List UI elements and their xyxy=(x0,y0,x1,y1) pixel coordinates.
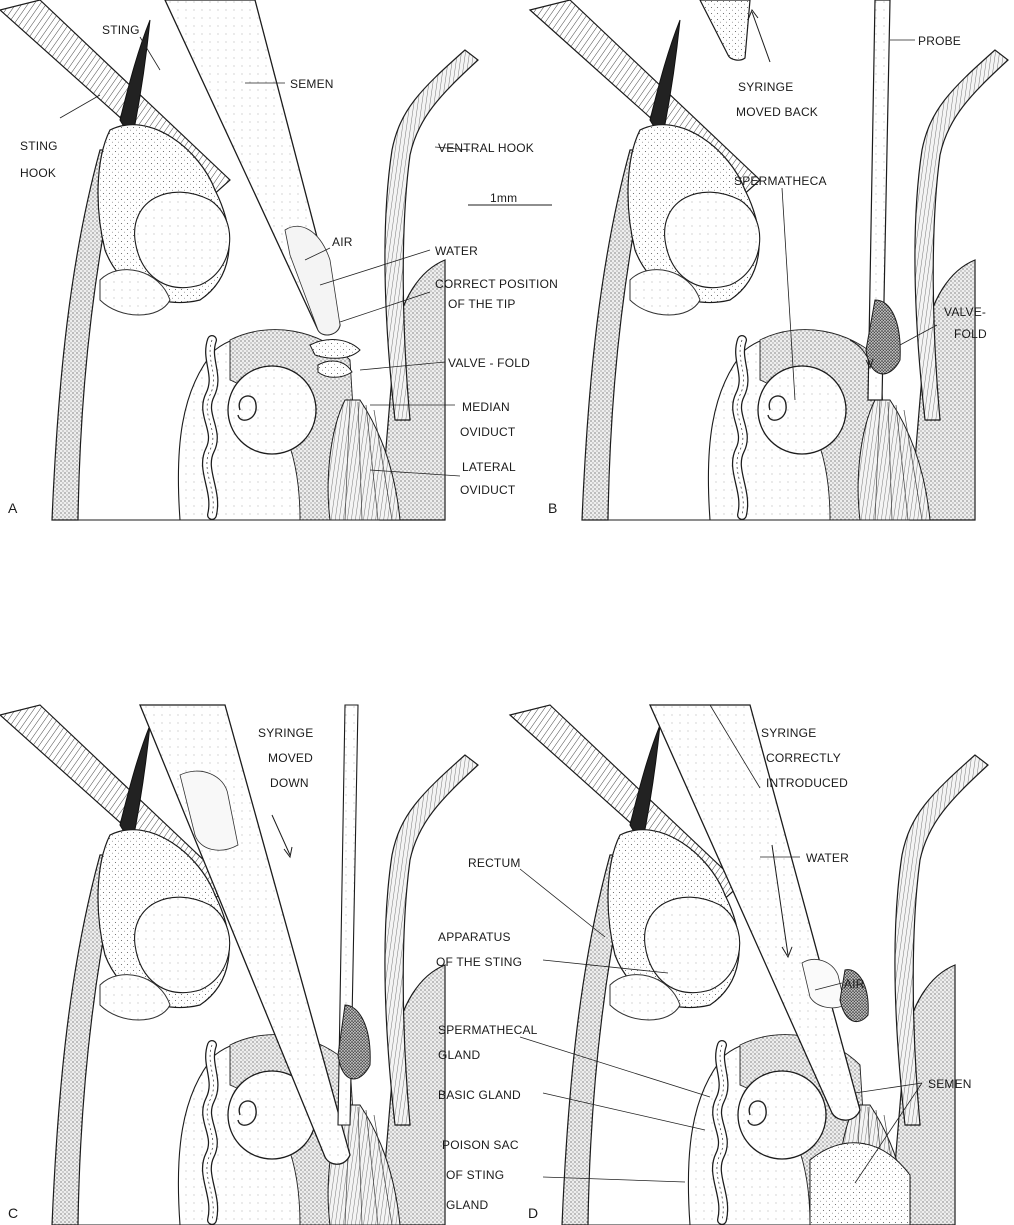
label-poison-sac-2: OF STING xyxy=(446,1168,504,1182)
label-syringe-moved-back-2: MOVED BACK xyxy=(736,105,818,119)
panel-letter-c: C xyxy=(8,1205,18,1221)
label-rectum: RECTUM xyxy=(468,856,521,870)
label-basic-gland: BASIC GLAND xyxy=(438,1088,521,1102)
label-poison-sac-1: POISON SAC xyxy=(442,1138,519,1152)
label-correct-position-2: OF THE TIP xyxy=(448,297,516,311)
label-syringe-moved-down-1: SYRINGE xyxy=(258,726,313,740)
label-correct-position-1: CORRECT POSITION xyxy=(435,277,558,291)
panel-a: 1mm STING STING HOOK SEMEN VENTRAL HOOK … xyxy=(0,0,558,520)
panel-b: SYRINGE MOVED BACK PROBE SPERMATHECA VAL… xyxy=(530,0,1008,520)
label-apparatus-2: OF THE STING xyxy=(436,955,522,969)
label-water: WATER xyxy=(435,244,478,258)
label-syringe-correct-2: CORRECTLY xyxy=(766,751,841,765)
label-semen: SEMEN xyxy=(290,77,334,91)
label-median-oviduct-1: MEDIAN xyxy=(462,400,510,414)
label-syringe-moved-down-3: DOWN xyxy=(270,776,309,790)
panel-letter-a: A xyxy=(8,500,18,516)
label-syringe-moved-back-1: SYRINGE xyxy=(738,80,793,94)
label-sting: STING xyxy=(102,23,140,37)
label-water-d: WATER xyxy=(806,851,849,865)
label-spermatheca: SPERMATHECA xyxy=(734,174,827,188)
label-spermathecal-gland-1: SPERMATHECAL xyxy=(438,1023,538,1037)
label-lateral-oviduct-1: LATERAL xyxy=(462,460,516,474)
label-valve-fold-b-1: VALVE- xyxy=(944,305,986,319)
label-air-d: AIR xyxy=(844,977,865,991)
syringe-b xyxy=(700,0,750,60)
label-syringe-moved-down-2: MOVED xyxy=(268,751,313,765)
label-poison-sac-3: GLAND xyxy=(446,1198,488,1212)
label-spermathecal-gland-2: GLAND xyxy=(438,1048,480,1062)
panel-c: SYRINGE MOVED DOWN C xyxy=(0,705,478,1225)
label-valve-fold: VALVE - FOLD xyxy=(448,356,530,370)
label-lateral-oviduct-2: OVIDUCT xyxy=(460,483,516,497)
scale-bar-label: 1mm xyxy=(490,191,517,205)
panel-d: SYRINGE CORRECTLY INTRODUCED WATER RECTU… xyxy=(436,705,988,1225)
label-ventral-hook: VENTRAL HOOK xyxy=(438,141,534,155)
label-sting-hook-1: STING xyxy=(20,139,58,153)
label-semen-d: SEMEN xyxy=(928,1077,972,1091)
label-syringe-correct-1: SYRINGE xyxy=(761,726,816,740)
panel-letter-d: D xyxy=(528,1205,538,1221)
label-sting-hook-2: HOOK xyxy=(20,166,56,180)
label-median-oviduct-2: OVIDUCT xyxy=(460,425,516,439)
label-probe: PROBE xyxy=(918,34,961,48)
label-valve-fold-b-2: FOLD xyxy=(954,327,987,341)
panel-letter-b: B xyxy=(548,500,557,516)
label-syringe-correct-3: INTRODUCED xyxy=(766,776,848,790)
label-air: AIR xyxy=(332,235,353,249)
label-apparatus-1: APPARATUS xyxy=(438,930,511,944)
